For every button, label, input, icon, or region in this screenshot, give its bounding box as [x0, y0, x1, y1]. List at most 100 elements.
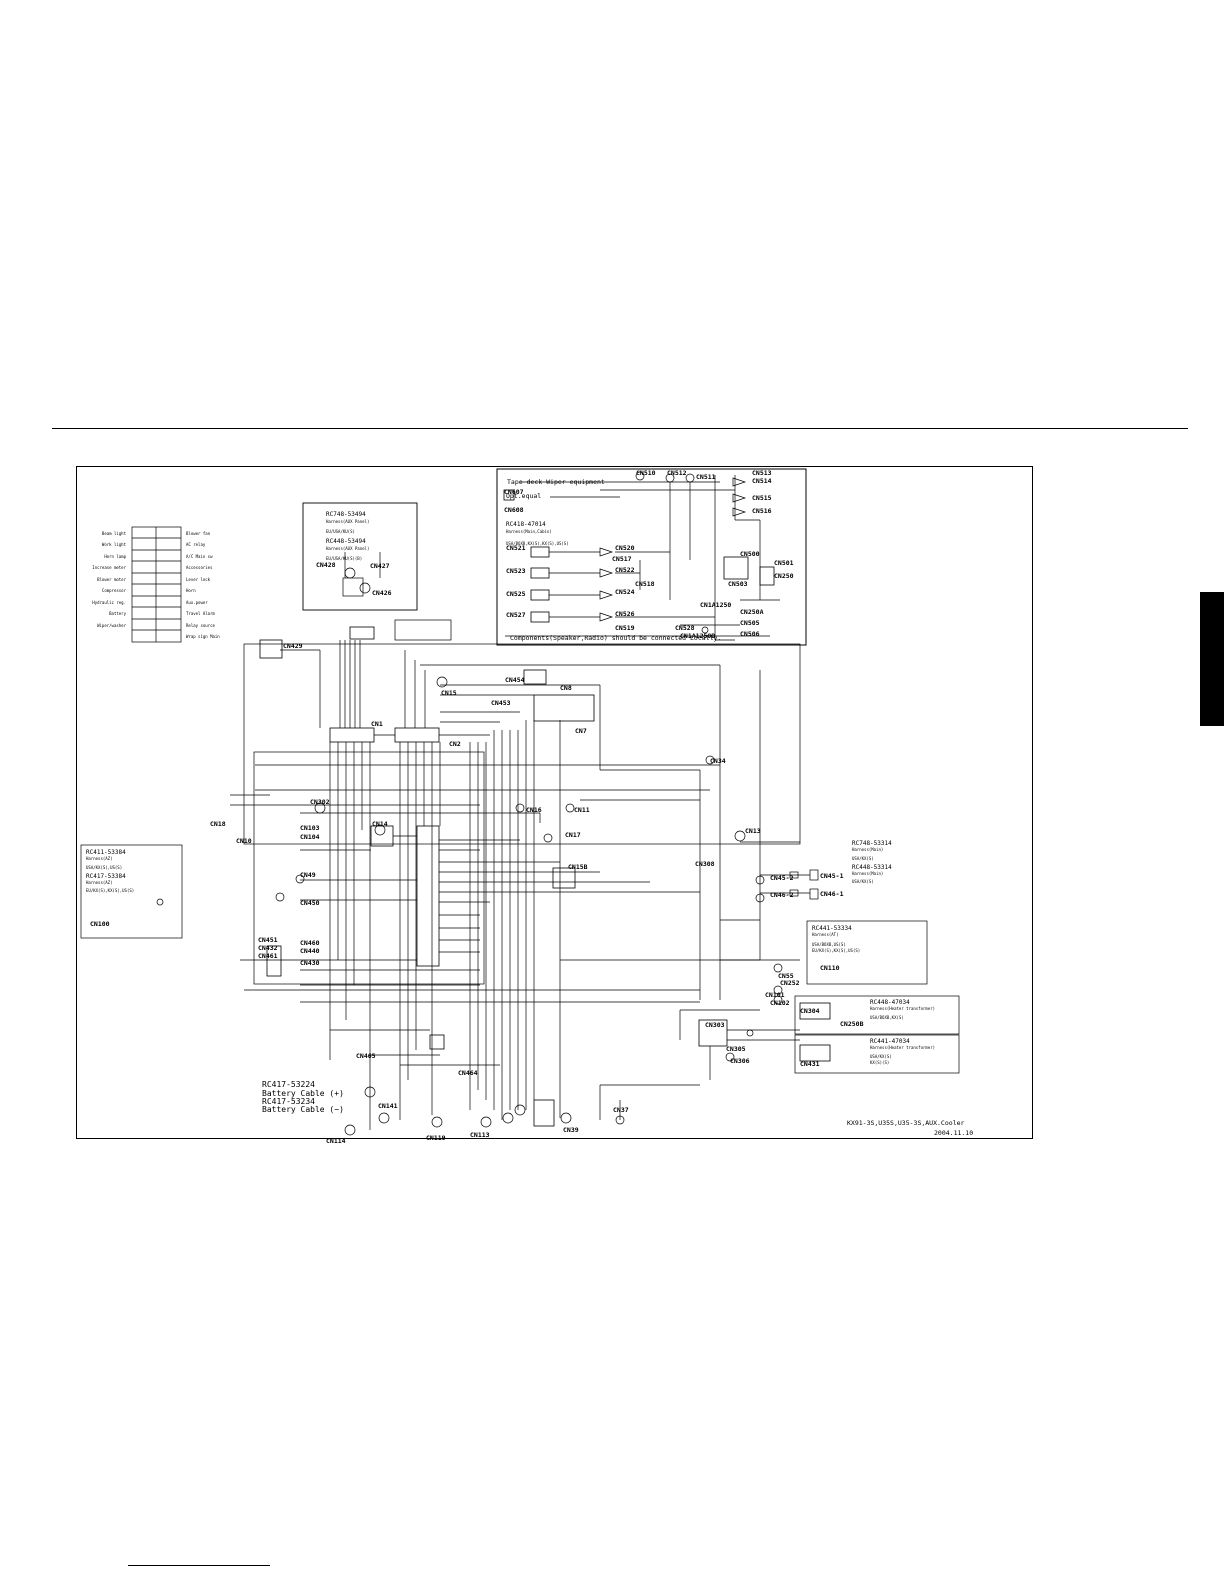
- svg-text:CN46-1: CN46-1: [820, 890, 844, 898]
- svg-text:CN7: CN7: [575, 727, 587, 735]
- svg-text:CN113: CN113: [470, 1131, 490, 1139]
- svg-text:CN527: CN527: [506, 611, 526, 619]
- svg-text:CN429: CN429: [283, 642, 303, 650]
- svg-text:CN16: CN16: [526, 806, 542, 814]
- svg-text:CN302: CN302: [310, 798, 330, 806]
- svg-text:Harness(Main): Harness(Main): [852, 871, 883, 876]
- svg-text:KX(S)(S): KX(S)(S): [870, 1060, 889, 1065]
- footer-model: KX91-3S,U35S,U35-3S,AUX.Cooler: [847, 1119, 964, 1127]
- svg-text:Blower motor: Blower motor: [97, 577, 126, 582]
- svg-text:CN450: CN450: [300, 899, 320, 907]
- svg-text:CN427: CN427: [370, 562, 390, 570]
- audio-note: Components(Speaker,Radio) should be conn…: [510, 634, 721, 642]
- svg-text:CN526: CN526: [615, 610, 635, 618]
- svg-text:Wrap sign Main: Wrap sign Main: [186, 634, 220, 639]
- main-body-box: [243, 643, 801, 845]
- svg-text:Work light: Work light: [102, 542, 127, 547]
- svg-text:CN15B: CN15B: [568, 863, 588, 871]
- svg-text:Lever lock: Lever lock: [186, 577, 211, 582]
- aux-wiring: [342, 552, 381, 597]
- svg-text:Harness(Main): Harness(Main): [852, 847, 883, 852]
- svg-text:CN1A1250B: CN1A1250B: [680, 632, 715, 640]
- svg-text:CN37: CN37: [613, 1106, 629, 1114]
- svg-text:USA/KX(S): USA/KX(S): [870, 1054, 892, 1059]
- svg-text:CN102: CN102: [770, 999, 790, 1007]
- svg-text:CN503: CN503: [728, 580, 748, 588]
- svg-text:CN114: CN114: [326, 1137, 346, 1145]
- svg-text:CN465: CN465: [356, 1052, 376, 1060]
- svg-text:CN513: CN513: [752, 469, 772, 477]
- svg-text:CN45-1: CN45-1: [820, 872, 844, 880]
- svg-text:Harness(AZ): Harness(AZ): [86, 880, 113, 885]
- svg-text:CN101: CN101: [765, 991, 785, 999]
- svg-text:CN451: CN451: [258, 936, 278, 944]
- svg-text:CN430: CN430: [300, 959, 320, 967]
- svg-text:CN15: CN15: [441, 689, 457, 697]
- plugs: [789, 869, 819, 900]
- bottom-rule: [128, 1565, 270, 1566]
- grounds: [156, 676, 783, 1136]
- svg-text:CN432: CN432: [258, 944, 278, 952]
- svg-text:Harness(AZ): Harness(AZ): [86, 856, 113, 861]
- svg-text:RC411-53384: RC411-53384: [86, 849, 126, 856]
- svg-text:RC441-47034: RC441-47034: [870, 1038, 910, 1045]
- svg-text:CN515: CN515: [752, 494, 772, 502]
- svg-text:Beam light: Beam light: [102, 531, 127, 536]
- svg-text:Aux.power: Aux.power: [186, 600, 208, 605]
- svg-text:CN460: CN460: [300, 939, 320, 947]
- top-rule: [52, 428, 1188, 429]
- svg-text:USA/KX(S): USA/KX(S): [852, 856, 874, 861]
- svg-text:CN103: CN103: [300, 824, 320, 832]
- svg-text:AC relay: AC relay: [186, 542, 206, 547]
- svg-text:CN250A: CN250A: [740, 608, 764, 616]
- footer-date: 2004.11.10: [934, 1129, 973, 1137]
- svg-text:CN49: CN49: [300, 871, 316, 879]
- svg-text:CN501: CN501: [774, 559, 794, 567]
- svg-text:CN426: CN426: [372, 589, 392, 597]
- svg-text:A/C Main sw: A/C Main sw: [186, 554, 213, 559]
- svg-text:CN505: CN505: [740, 619, 760, 627]
- svg-text:CN608: CN608: [504, 506, 524, 514]
- svg-text:USA/BOXB,KX(S),KX(S),US(S): USA/BOXB,KX(S),KX(S),US(S): [506, 541, 569, 546]
- svg-text:EU/KX(S),KX(S),US(S): EU/KX(S),KX(S),US(S): [86, 888, 134, 893]
- svg-text:Harness(AUX Panel): Harness(AUX Panel): [326, 546, 369, 551]
- svg-text:CN1: CN1: [371, 720, 383, 728]
- heater-box-1: [794, 995, 960, 1035]
- svg-text:Harness(Heater transformer): Harness(Heater transformer): [870, 1006, 935, 1011]
- svg-text:CN141: CN141: [378, 1102, 398, 1110]
- svg-text:Compressor: Compressor: [102, 588, 127, 593]
- svg-text:Battery: Battery: [109, 611, 126, 616]
- svg-text:CN512: CN512: [667, 469, 687, 477]
- harness-at-box: [806, 920, 928, 985]
- svg-text:CN304: CN304: [800, 1007, 820, 1015]
- svg-text:CN524: CN524: [615, 588, 635, 596]
- aux-panel-box: [302, 502, 418, 611]
- svg-text:Wiper/washer: Wiper/washer: [97, 623, 126, 628]
- svg-text:CN510: CN510: [636, 469, 656, 477]
- svg-text:Harness(AT): Harness(AT): [812, 932, 839, 937]
- svg-text:CN11: CN11: [574, 806, 590, 814]
- diagram-frame: [76, 466, 1033, 1139]
- svg-text:CN303: CN303: [705, 1021, 725, 1029]
- svg-text:Opt.equal: Opt.equal: [506, 492, 541, 500]
- svg-text:CN2: CN2: [449, 740, 461, 748]
- svg-text:CN55: CN55: [778, 972, 794, 980]
- svg-text:Horn: Horn: [186, 588, 196, 593]
- svg-text:CN428: CN428: [316, 561, 336, 569]
- svg-text:CN519: CN519: [615, 624, 635, 632]
- svg-text:USA/KX(S),US(S): USA/KX(S),US(S): [86, 865, 122, 870]
- svg-text:CN520: CN520: [615, 544, 635, 552]
- cable-neg-part: RC417-53234: [262, 1097, 315, 1106]
- svg-text:Horn lamp: Horn lamp: [104, 554, 126, 559]
- svg-text:CN39: CN39: [563, 1126, 579, 1134]
- svg-text:Harness(Heater transformer): Harness(Heater transformer): [870, 1045, 935, 1050]
- svg-text:Hydraulic reg.: Hydraulic reg.: [92, 600, 126, 605]
- svg-text:RC748-53314: RC748-53314: [852, 840, 892, 847]
- cable-pos-part: RC417-53224: [262, 1080, 315, 1089]
- svg-text:CN607: CN607: [504, 488, 524, 496]
- svg-text:CN13: CN13: [745, 827, 761, 835]
- svg-text:CN46-2: CN46-2: [770, 891, 794, 899]
- svg-text:CN119: CN119: [426, 1134, 446, 1142]
- svg-text:RC448-53494: RC448-53494: [326, 538, 366, 545]
